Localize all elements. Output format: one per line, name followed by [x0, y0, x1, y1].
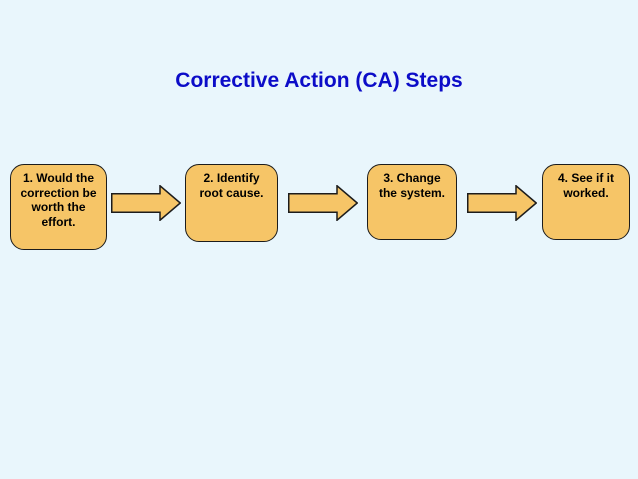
step-text-line: 2. Identify: [203, 171, 260, 185]
step-box-3: 3. Change the system.: [367, 164, 457, 240]
step-text-line: 3. Change: [383, 171, 441, 185]
step-box-4: 4. See if it worked.: [542, 164, 630, 240]
step-text-line: worked.: [563, 185, 609, 200]
step-text-line: 1. Would the: [22, 171, 95, 185]
step-text-line: correction be: [20, 185, 97, 200]
flow-arrow-icon: [288, 185, 358, 221]
flow-arrow-icon: [111, 185, 181, 221]
step-box-1: 1. Would the correction be worth the eff…: [10, 164, 107, 250]
step-text-line: the system.: [378, 185, 446, 200]
slide-title: Corrective Action (CA) Steps: [175, 69, 463, 92]
step-box-2: 2. Identify root cause.: [185, 164, 278, 242]
step-text-line: worth the: [31, 200, 86, 214]
step-text-line: 4. See if it: [557, 171, 615, 185]
step-text-line: effort.: [41, 214, 76, 229]
flow-arrow-icon: [467, 185, 537, 221]
step-text-line: root cause.: [199, 185, 264, 200]
